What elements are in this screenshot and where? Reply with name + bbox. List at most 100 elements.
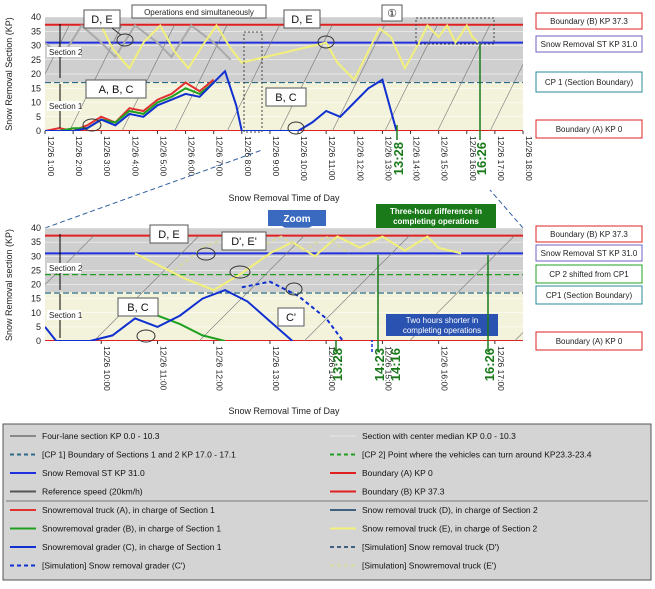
zoom-dash-right xyxy=(489,189,524,229)
top-end-time-2: 16:26 xyxy=(474,142,489,175)
top-series-2 xyxy=(45,78,215,131)
top-series-3 xyxy=(45,81,215,131)
bottom-right-box-cp2 xyxy=(535,264,643,284)
bottom-end-time-1: 13:28 xyxy=(330,348,345,381)
bottom-green-box xyxy=(376,204,496,228)
top-callout-de1-ring xyxy=(116,33,134,47)
bottom-end-time-3: 14:16 xyxy=(388,348,403,381)
bottom-y-tick-0: 0 xyxy=(36,336,41,346)
top-y-tick-7: 35 xyxy=(31,26,41,36)
legend-label-4: Snow Removal ST KP 31.0 xyxy=(42,468,145,478)
top-ref-speed-line-3 xyxy=(174,24,228,131)
bottom-callout-cprime-box xyxy=(277,307,305,327)
bottom-callout-bc: B, C xyxy=(127,302,148,314)
top-x-tick-16: 12/26 17:00 xyxy=(496,136,506,181)
bottom-right-box-snow-st xyxy=(535,244,643,262)
bottom-callout-de-ring xyxy=(196,247,216,261)
top-y-tick-5: 25 xyxy=(31,55,41,65)
top-x-axis-label: Snow Removal Time of Day xyxy=(228,193,340,203)
top-y-tick-0: 0 xyxy=(36,126,41,136)
zoom-label: Zoom xyxy=(283,214,310,225)
top-callout-abc-ring xyxy=(82,118,102,132)
top-y-tick-4: 20 xyxy=(31,69,41,79)
bottom-callout-cprime-ring xyxy=(285,282,303,296)
bottom-blue-box xyxy=(386,314,498,336)
legend-label-7: Boundary (B) KP 37.3 xyxy=(362,487,445,497)
top-callout-de1-box xyxy=(83,9,121,29)
top-ref-speed-line-12 xyxy=(648,25,655,131)
bottom-right-label-boundary-a: Boundary (A) KP 0 xyxy=(556,337,623,346)
bottom-x-tick-4: 12/26 14:00 xyxy=(327,346,337,391)
bottom-callout-deprime-ring xyxy=(229,265,251,279)
top-x-tick-12: 12/26 13:00 xyxy=(383,136,393,181)
top-section2-label-bg xyxy=(47,47,81,57)
top-callout-circle: ① xyxy=(387,8,397,20)
top-callout-simul-box xyxy=(131,4,267,19)
bottom-y-tick-4: 20 xyxy=(31,280,41,290)
bottom-series-2 xyxy=(157,314,226,341)
bottom-right-label-cp1: CP1 (Section Boundary) xyxy=(546,291,633,300)
top-x-tick-9: 12/26 10:00 xyxy=(299,136,309,181)
top-x-tick-13: 12/26 14:00 xyxy=(412,136,422,181)
bottom-series xyxy=(45,235,462,341)
top-x-tick-6: 12/26 7:00 xyxy=(215,136,225,176)
bottom-y-tick-5: 25 xyxy=(31,265,41,275)
top-x-tick-17: 12/26 18:00 xyxy=(524,136,534,181)
legend-label-13: [Simulation] Snow removal truck (D') xyxy=(362,542,499,552)
bottom-x-tick-1: 12/26 11:00 xyxy=(158,346,168,391)
bottom-right-box-cp1 xyxy=(535,285,643,305)
bottom-x-tick-2: 12/26 12:00 xyxy=(215,346,225,391)
bottom-right-label-cp2: CP 2 shifted from CP1 xyxy=(549,270,629,279)
bottom-end-time-2: 14:23 xyxy=(372,348,387,381)
bottom-y-tick-1: 5 xyxy=(36,322,41,332)
top-x-tick-5: 12/26 6:00 xyxy=(187,136,197,176)
top-y-tick-6: 30 xyxy=(31,41,41,51)
top-y-tick-8: 40 xyxy=(31,12,41,22)
zoom-dash-left xyxy=(44,149,263,229)
legend-label-12: Snowremoval grader (C), in charge of Sec… xyxy=(42,542,222,552)
bottom-x-tick-3: 12/26 13:00 xyxy=(271,346,281,391)
legend-label-0: Four-lane section KP 0.0 - 10.3 xyxy=(42,431,160,441)
bottom-callout-deprime: D', E' xyxy=(231,236,257,248)
bottom-end-time-4: 16:26 xyxy=(482,348,497,381)
top-ref-speed-line-1 xyxy=(69,24,123,131)
bottom-series-3 xyxy=(45,289,294,341)
bottom-ref-speed-line-3 xyxy=(304,235,410,341)
bottom-right-label-boundary-b: Boundary (B) KP 37.3 xyxy=(550,230,628,239)
top-x-tick-15: 12/26 16:00 xyxy=(468,136,478,181)
top-ref-speed-line-4 xyxy=(226,24,281,131)
bottom-callout-bc-ring xyxy=(136,329,156,343)
top-x-tick-0: 12/26 1:00 xyxy=(46,136,56,176)
bottom-callout-deprime-box xyxy=(221,231,267,251)
top-y-tick-2: 10 xyxy=(31,98,41,108)
top-x-tick-7: 12/26 8:00 xyxy=(243,136,253,176)
legend-label-15: [Simulation] Snowremoval truck (E') xyxy=(362,561,497,571)
bottom-y-tick-6: 30 xyxy=(31,251,41,261)
legend-frame xyxy=(2,423,652,581)
bottom-ref-speed-line-2 xyxy=(198,235,305,341)
top-callout-abc: A, B, C xyxy=(99,84,134,96)
top-x-tick-3: 12/26 4:00 xyxy=(130,136,140,176)
top-section2-label: Section 2 xyxy=(49,48,83,57)
bottom-x-tick-5: 12/26 15:00 xyxy=(383,346,393,391)
top-x-tick-10: 12/26 11:00 xyxy=(327,136,337,181)
top-right-box-boundary-b xyxy=(535,12,643,30)
bottom-blue-box-line1: Two hours shorter in xyxy=(406,316,478,325)
top-right-label-boundary-a: Boundary (A) KP 0 xyxy=(556,125,623,134)
bottom-section2-label: Section 2 xyxy=(49,264,83,273)
bottom-series-0 xyxy=(134,235,462,292)
bottom-x-axis-label: Snow Removal Time of Day xyxy=(228,406,340,416)
top-x-tick-11: 12/26 12:00 xyxy=(355,136,365,181)
top-right-box-snow-st xyxy=(535,35,643,53)
bottom-y-axis-label: Snow Removal section (KP) xyxy=(4,229,14,341)
top-callout-de2-ring xyxy=(317,35,335,49)
bottom-green-box-line1: Three-hour difference in xyxy=(390,207,482,216)
top-ref-speed-line-6 xyxy=(332,24,386,131)
bottom-series-4 xyxy=(241,280,344,341)
top-x-tick-1: 12/26 2:00 xyxy=(74,136,84,176)
bottom-callout-bc-box xyxy=(117,297,159,317)
top-right-label-snow-st: Snow Removal ST KP 31.0 xyxy=(541,40,638,49)
